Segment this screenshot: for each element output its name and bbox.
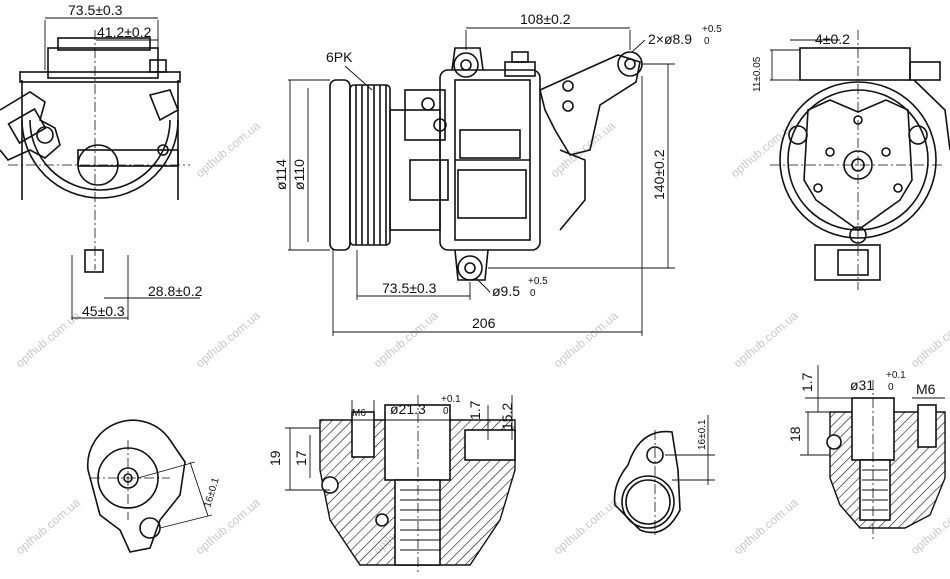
dim-top-hole-tol-up: +0.5 bbox=[702, 24, 722, 35]
dim-inner: 41.2±0.2 bbox=[97, 24, 152, 40]
dim-p1-hole-spacing: 16±0.1 bbox=[202, 476, 222, 509]
dim-p2-depth: 15.2 bbox=[499, 403, 515, 430]
watermark: opthub.com.ua bbox=[193, 308, 263, 370]
dim-p4-step: 1.7 bbox=[799, 372, 815, 392]
port-detail-3: 16±0.1 bbox=[613, 415, 715, 535]
watermark: opthub.com.ua bbox=[551, 308, 621, 370]
dim-p3-hole-spacing: 16±0.1 bbox=[697, 419, 708, 450]
dim-mount-span: 108±0.2 bbox=[520, 11, 571, 27]
watermark: opthub.com.ua bbox=[193, 118, 263, 180]
side-view: 6PK ø114 ø110 bbox=[273, 11, 722, 336]
dim-pulley-114: ø114 bbox=[273, 159, 289, 190]
dim-mount-width: 45±0.3 bbox=[82, 303, 125, 319]
dim-overall-length: 206 bbox=[472, 315, 496, 331]
watermark: opthub.com.ua bbox=[731, 308, 801, 370]
dim-bottom-hole: ø9.5 bbox=[492, 283, 520, 299]
watermark: opthub.com.ua bbox=[371, 308, 441, 370]
dim-rear-top-width: 4±0.2 bbox=[815, 31, 850, 47]
dim-top-hole-tol-dn: 0 bbox=[704, 36, 710, 47]
dim-p4-bore: ø31 bbox=[850, 377, 874, 393]
port-section-4: 1.7 ø31 +0.1 0 M6 18 bbox=[787, 365, 946, 540]
pulley-label: 6PK bbox=[326, 49, 353, 65]
dim-rear-top-height: 11±0.05 bbox=[752, 56, 763, 92]
dim-mount-height: 140±0.2 bbox=[651, 149, 667, 200]
dim-p2-bore-tol-up: +0.1 bbox=[441, 394, 461, 405]
watermark: opthub.com.ua bbox=[13, 495, 83, 557]
end-view-left: 73.5±0.3 41.2±0.2 45±0.3 28.8±0.2 bbox=[0, 2, 203, 320]
dim-p2-bore-tol-dn: 0 bbox=[443, 406, 449, 417]
dim-p2-step: 1.7 bbox=[467, 400, 483, 420]
dim-p4-height: 18 bbox=[787, 426, 803, 442]
dim-p4-bore-tol-up: +0.1 bbox=[886, 370, 906, 381]
watermark: opthub.com.ua bbox=[908, 308, 950, 370]
dim-width: 73.5±0.3 bbox=[68, 2, 123, 18]
dim-top-hole: 2×ø8.9 bbox=[648, 31, 692, 47]
dim-bottom-hole-tol-up: +0.5 bbox=[528, 276, 548, 287]
rear-view: 4±0.2 11±0.05 bbox=[752, 30, 950, 290]
dim-p4-bore-tol-dn: 0 bbox=[888, 382, 894, 393]
dim-pulley-110: ø110 bbox=[291, 159, 307, 190]
port-section-2: M6 ø21.3 +0.1 0 1.7 15.2 19 17 bbox=[267, 394, 516, 575]
dim-p4-thread: M6 bbox=[916, 381, 936, 397]
dim-p2-thread: M6 bbox=[352, 408, 366, 419]
dim-p2-total: 19 bbox=[267, 450, 283, 466]
dim-body-offset: 73.5±0.3 bbox=[382, 280, 437, 296]
dim-p2-bore: ø21.3 bbox=[390, 401, 426, 417]
dim-mount-offset: 28.8±0.2 bbox=[148, 283, 203, 299]
dim-p2-inner: 17 bbox=[293, 450, 309, 466]
dim-bottom-hole-tol-dn: 0 bbox=[530, 288, 536, 299]
watermark: opthub.com.ua bbox=[548, 118, 618, 180]
watermark: opthub.com.ua bbox=[731, 495, 801, 557]
watermark: opthub.com.ua bbox=[551, 495, 621, 557]
port-detail-1: 16±0.1 bbox=[86, 419, 222, 553]
